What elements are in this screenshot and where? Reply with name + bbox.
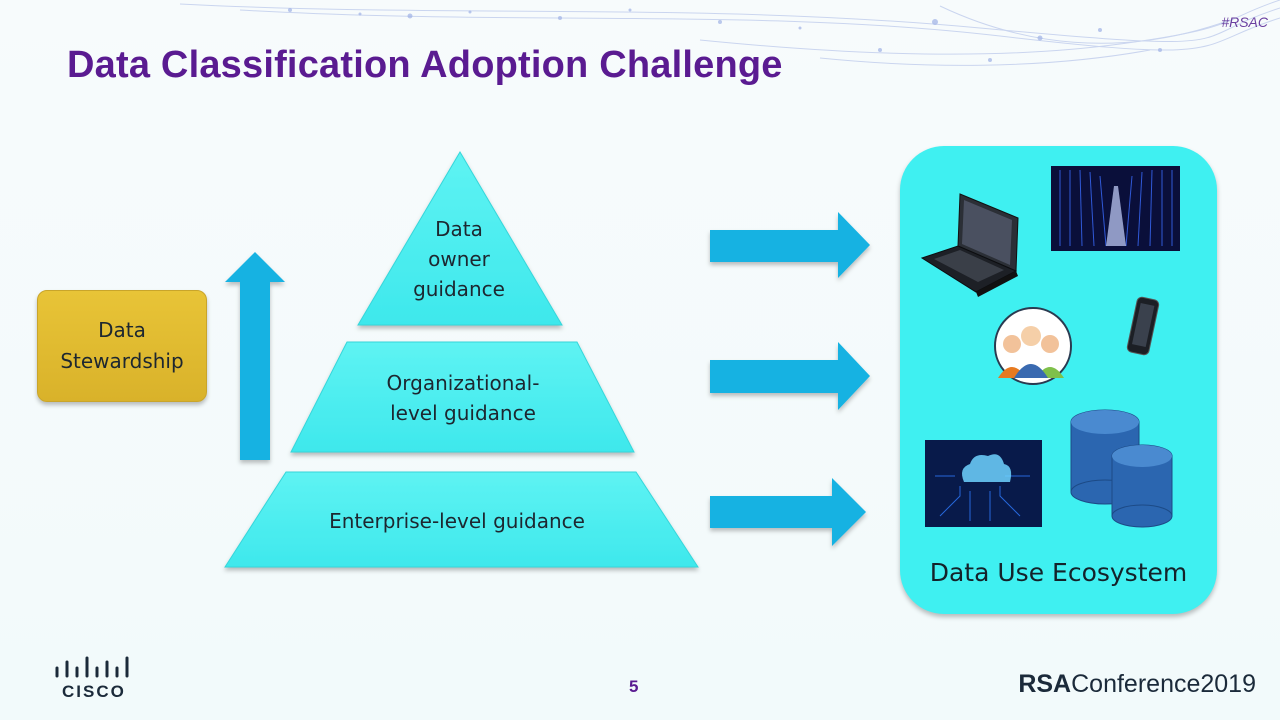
pyramid-middle-line1: Organizational-: [386, 371, 540, 395]
arrow-bottom: [710, 478, 866, 546]
hashtag: #RSAC: [1221, 14, 1268, 30]
pyramid-bottom-label: Enterprise-level guidance: [280, 506, 634, 536]
database-icon: [1070, 409, 1173, 528]
stewardship-line1: Data: [98, 318, 146, 342]
people-group-icon: [994, 307, 1072, 385]
arrow-middle: [710, 342, 870, 410]
stewardship-box: Data Stewardship: [37, 290, 207, 402]
ecosystem-icons: [920, 166, 1180, 528]
stewardship-line2: Stewardship: [60, 349, 184, 373]
up-arrow: [225, 252, 285, 460]
pyramid-middle-label: Organizational- level guidance: [340, 368, 586, 428]
data-use-ecosystem-panel: Data Use Ecosystem: [900, 146, 1217, 614]
cloud-network-icon: [925, 440, 1042, 527]
pyramid-bottom-tier: [224, 471, 699, 568]
pyramid-top-line1: Data: [435, 217, 483, 241]
cisco-wordmark: CISCO: [62, 682, 126, 701]
header-decoration: [179, 0, 1280, 66]
slide-title: Data Classification Adoption Challenge: [67, 44, 783, 86]
rsa-brand: RSA: [1018, 670, 1072, 698]
page-number: 5: [629, 677, 639, 696]
laptop-icon: [920, 193, 1019, 297]
pyramid-top-tier: [357, 151, 563, 326]
arrow-top: [710, 212, 870, 278]
pyramid-top-line3: guidance: [413, 277, 505, 301]
pyramid-top-line2: owner: [428, 247, 490, 271]
pyramid-top-label: Data owner guidance: [384, 214, 534, 304]
server-room-icon: [1051, 166, 1180, 251]
smartphone-icon: [1126, 296, 1160, 356]
pyramid-bottom-line1: Enterprise-level guidance: [329, 509, 585, 533]
cisco-bars-icon: [55, 656, 129, 678]
cisco-logo: CISCO: [54, 656, 136, 701]
ecosystem-label: Data Use Ecosystem: [929, 558, 1188, 587]
conference-name: Conference2019: [1071, 670, 1256, 698]
rsa-conference-logo: RSAConference2019: [1018, 670, 1256, 699]
pyramid-middle-line2: level guidance: [390, 401, 536, 425]
pyramid-middle-tier: [290, 341, 635, 453]
